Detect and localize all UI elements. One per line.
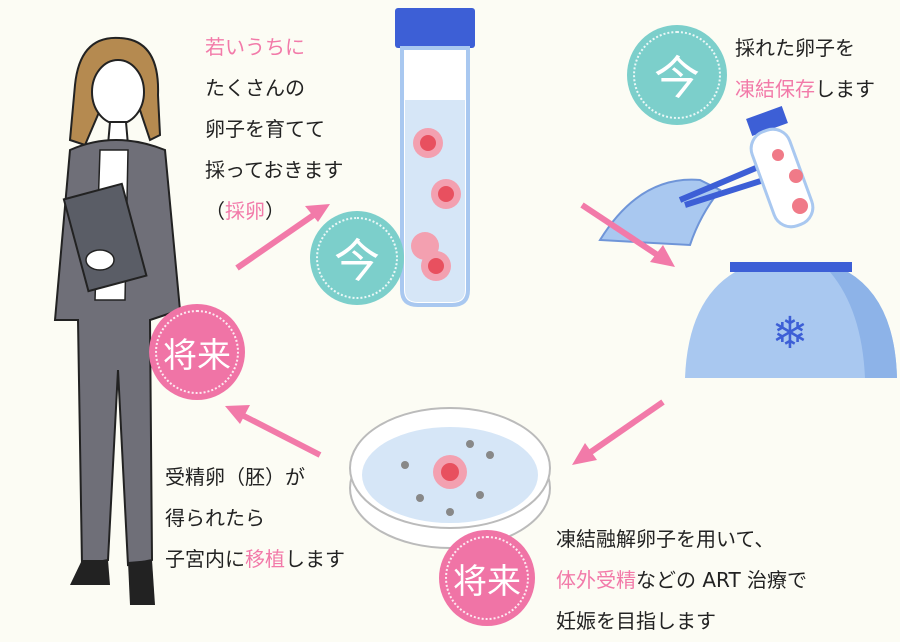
highlight: 採卵 xyxy=(225,199,265,223)
tweezers-tube-illustration xyxy=(598,106,815,247)
highlight: 凍結保存 xyxy=(735,77,815,101)
caption-line: 得られたら xyxy=(165,506,265,530)
transfer-caption: 受精卵（胚）が 得られたら 子宮内に移植します xyxy=(165,457,345,580)
paren: ） xyxy=(265,199,285,223)
paren: （ xyxy=(205,199,225,223)
caption-line: 採っておきます xyxy=(205,158,344,182)
caption-line: 若いうちに xyxy=(205,35,305,59)
now-badge-freezing: 今 xyxy=(627,25,727,125)
highlight: 移植 xyxy=(245,547,285,571)
caption-line: 凍結保存します xyxy=(735,69,875,110)
freezing-caption: 採れた卵子を 凍結保存します xyxy=(735,28,875,110)
caption-text: します xyxy=(285,547,345,571)
caption-text: などの ART 治療で xyxy=(636,568,808,592)
flow-arrows xyxy=(225,202,675,465)
caption-line: 凍結融解卵子を用いて、 xyxy=(556,527,775,551)
freezer-tank-illustration xyxy=(685,262,897,378)
ivf-caption: 凍結融解卵子を用いて、 体外受精などの ART 治療で 妊娠を目指します xyxy=(556,519,807,642)
caption-line: 卵子を育てて xyxy=(205,117,325,141)
petri-dish-illustration xyxy=(349,407,551,549)
caption-line: 採れた卵子を xyxy=(735,36,855,60)
snowflake-icon: ❄ xyxy=(772,308,809,359)
caption-line: 体外受精などの ART 治療で xyxy=(556,560,807,601)
caption-line: 子宮内に移植します xyxy=(165,539,345,580)
woman-illustration xyxy=(53,36,182,605)
test-tube-illustration xyxy=(395,8,475,307)
caption-text: 子宮内に xyxy=(165,547,245,571)
caption-line: 受精卵（胚）が xyxy=(165,465,305,489)
egg-retrieval-caption: 若いうちに たくさんの 卵子を育てて 採っておきます （採卵） xyxy=(205,27,343,232)
future-badge-ivf: 将来 xyxy=(439,530,535,626)
caption-line: 妊娠を目指します xyxy=(556,609,716,633)
highlight: 体外受精 xyxy=(556,568,636,592)
future-badge-transfer: 将来 xyxy=(149,304,245,400)
caption-text: します xyxy=(815,77,875,101)
now-badge-egg-retrieval: 今 xyxy=(310,211,404,305)
caption-line: （採卵） xyxy=(205,191,343,232)
caption-line: たくさんの xyxy=(205,76,305,100)
